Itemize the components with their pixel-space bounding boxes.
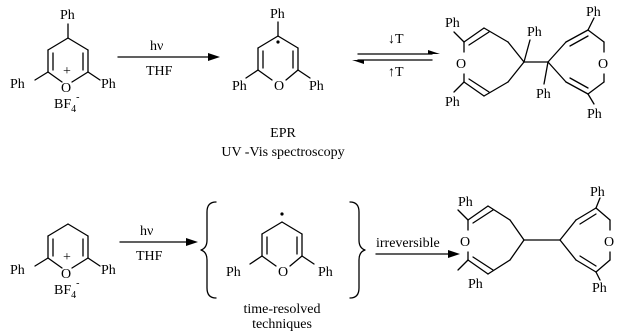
cation-1-right-ph: Ph: [101, 77, 116, 92]
cation-1-top-ph: Ph: [60, 8, 75, 23]
cation-1-counterion: BF4-: [54, 92, 79, 115]
scheme-1-caption-line-1: EPR: [270, 126, 296, 141]
dimer-2-right-oxygen: O: [604, 235, 614, 250]
radical-1-left-ph: Ph: [232, 79, 247, 94]
cation-2-left-ph: Ph: [10, 263, 25, 278]
dimer-1-right-oxygen: O: [598, 57, 608, 72]
pyrylium-cation-2: Ph Ph O + BF4-: [10, 223, 116, 301]
cation-1-left-ph: Ph: [10, 77, 25, 92]
equilibrium-top-label: ↓T: [388, 32, 404, 47]
cation-2-right-ph: Ph: [101, 263, 116, 278]
radical-1-top-ph: Ph: [270, 7, 285, 22]
dimer-1-right-top-ph: Ph: [586, 5, 601, 20]
pyrylium-cation-1: Ph Ph Ph O + BF4-: [10, 8, 116, 115]
dimer-1-left-top-ph: Ph: [445, 16, 460, 31]
pyranyl-radical-1: Ph Ph Ph O: [232, 7, 324, 94]
irreversible-arrow: irreversible: [375, 236, 460, 258]
arrow-2-bottom-label: THF: [136, 249, 163, 264]
dimer-2-left-top-ph: Ph: [458, 195, 473, 210]
dimer-1-left-oxygen: O: [456, 57, 466, 72]
cation-2-oxygen: O: [61, 267, 71, 282]
arrow-2-top-label: hν: [140, 224, 153, 239]
scheme-2-caption-line-1: time-resolved: [244, 302, 321, 317]
scheme-2: Ph Ph O + BF4- hν THF: [10, 185, 614, 331]
reaction-arrow-2: hν THF: [119, 224, 198, 264]
dimer-2-left-oxygen: O: [460, 235, 470, 250]
equilibrium-bottom-label: ↑T: [388, 65, 404, 80]
reaction-arrow-1: hν THF: [117, 39, 220, 79]
dimer-2: O Ph Ph O Ph Ph: [457, 185, 614, 296]
left-curly-bracket: [200, 201, 217, 299]
right-curly-bracket: [349, 201, 366, 299]
radical-2-oxygen: O: [278, 265, 288, 280]
arrow-1-bottom-label: THF: [146, 64, 173, 79]
radical-2-left-ph: Ph: [226, 265, 241, 280]
cation-1-plus-charge: +: [63, 64, 71, 79]
radical-1-right-ph: Ph: [309, 79, 324, 94]
dimer-1-left-bottom-ph: Ph: [445, 95, 460, 110]
dimer-2-left-bottom-ph: Ph: [468, 277, 483, 292]
scheme-2-caption-line-2: techniques: [252, 317, 312, 331]
dimer-1: O Ph Ph Ph Ph O Ph Ph: [445, 5, 608, 122]
dimer-2-right-top-ph: Ph: [590, 185, 605, 200]
scheme-1: Ph Ph Ph O + BF4- hν THF: [10, 5, 608, 160]
cation-1-oxygen: O: [61, 81, 71, 96]
dimer-1-mid-top-ph: Ph: [527, 25, 542, 40]
dimer-1-mid-bottom-ph: Ph: [536, 87, 551, 102]
scheme-1-caption-line-2: UV -Vis spectroscopy: [221, 145, 344, 160]
cation-2-plus-charge: +: [63, 250, 71, 265]
dimer-1-right-bottom-ph: Ph: [587, 107, 602, 122]
cation-2-counterion: BF4-: [54, 278, 79, 301]
pyranyl-radical-2: Ph Ph O: [226, 212, 333, 280]
radical-1-oxygen: O: [274, 79, 284, 94]
radical-2-right-ph: Ph: [318, 265, 333, 280]
arrow-1-top-label: hν: [150, 39, 163, 54]
radical-2-dot: [280, 212, 284, 216]
equilibrium-arrows: ↓T ↑T: [352, 32, 440, 80]
dimer-2-right-bottom-ph: Ph: [592, 281, 607, 296]
irreversible-label: irreversible: [376, 236, 440, 251]
radical-1-dot: [276, 40, 280, 44]
